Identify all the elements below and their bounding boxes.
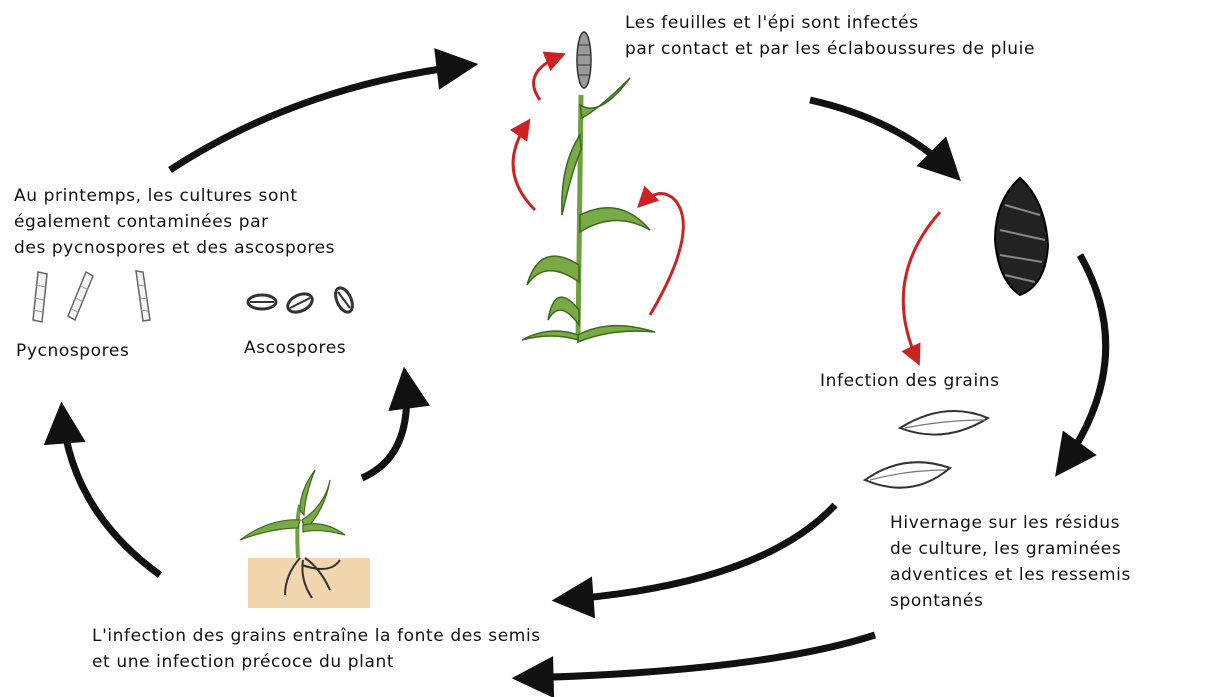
- cycle-arrow-seedling-to-ascospores: [362, 375, 407, 478]
- pycnospores-illustration: [33, 271, 150, 322]
- label-pycnospores: Pycnospores: [16, 338, 129, 364]
- label-spring-contamination: Au printemps, les cultures sont égalemen…: [14, 183, 335, 261]
- wheat-plant-illustration: [522, 32, 655, 342]
- infection-arrow-grains: [903, 212, 940, 362]
- label-overwintering-line-3: adventices et les ressemis: [890, 562, 1131, 588]
- label-leaf-ear-infection-line-2: par contact et par les éclaboussures de …: [625, 36, 1035, 62]
- label-seedling-infection: L'infection des grains entraîne la fonte…: [92, 623, 541, 675]
- infected-ear-illustration: [995, 178, 1048, 295]
- label-leaf-ear-infection-line-1: Les feuilles et l'épi sont infectés: [625, 10, 1035, 36]
- label-overwintering: Hivernage sur les résidus de culture, le…: [890, 510, 1131, 614]
- label-leaf-ear-infection: Les feuilles et l'épi sont infectés par …: [625, 10, 1035, 62]
- ascospores-illustration: [248, 285, 356, 315]
- infected-grains-illustration: [865, 411, 988, 488]
- label-ascospores: Ascospores: [244, 335, 346, 361]
- cycle-arrow-spring-to-plant: [170, 65, 470, 170]
- soil-block: [248, 558, 370, 608]
- cycle-arrow-ear-to-overwintering: [1060, 255, 1106, 470]
- cycle-arrow-grains-to-seedling: [560, 505, 835, 600]
- label-spring-contamination-line-1: Au printemps, les cultures sont: [14, 183, 335, 209]
- infection-arrow-lower: [640, 194, 683, 315]
- label-spring-contamination-line-2: également contaminées par: [14, 209, 335, 235]
- seedling-illustration: [240, 470, 370, 608]
- label-grain-infection: Infection des grains: [820, 368, 1000, 394]
- label-spring-contamination-line-3: des pycnospores et des ascospores: [14, 235, 335, 261]
- label-overwintering-line-2: de culture, les graminées: [890, 536, 1131, 562]
- infection-arrow-upper: [534, 55, 562, 100]
- label-overwintering-line-1: Hivernage sur les résidus: [890, 510, 1131, 536]
- infection-arrow-middle: [513, 122, 535, 210]
- cycle-arrow-plant-to-ear: [810, 100, 955, 175]
- cycle-arrow-seedling-to-spring: [62, 410, 160, 575]
- label-seedling-infection-line-2: et une infection précoce du plant: [92, 649, 541, 675]
- label-seedling-infection-line-1: L'infection des grains entraîne la fonte…: [92, 623, 541, 649]
- cycle-arrow-overwintering-to-seedling: [520, 635, 875, 678]
- label-overwintering-line-4: spontanés: [890, 588, 1131, 614]
